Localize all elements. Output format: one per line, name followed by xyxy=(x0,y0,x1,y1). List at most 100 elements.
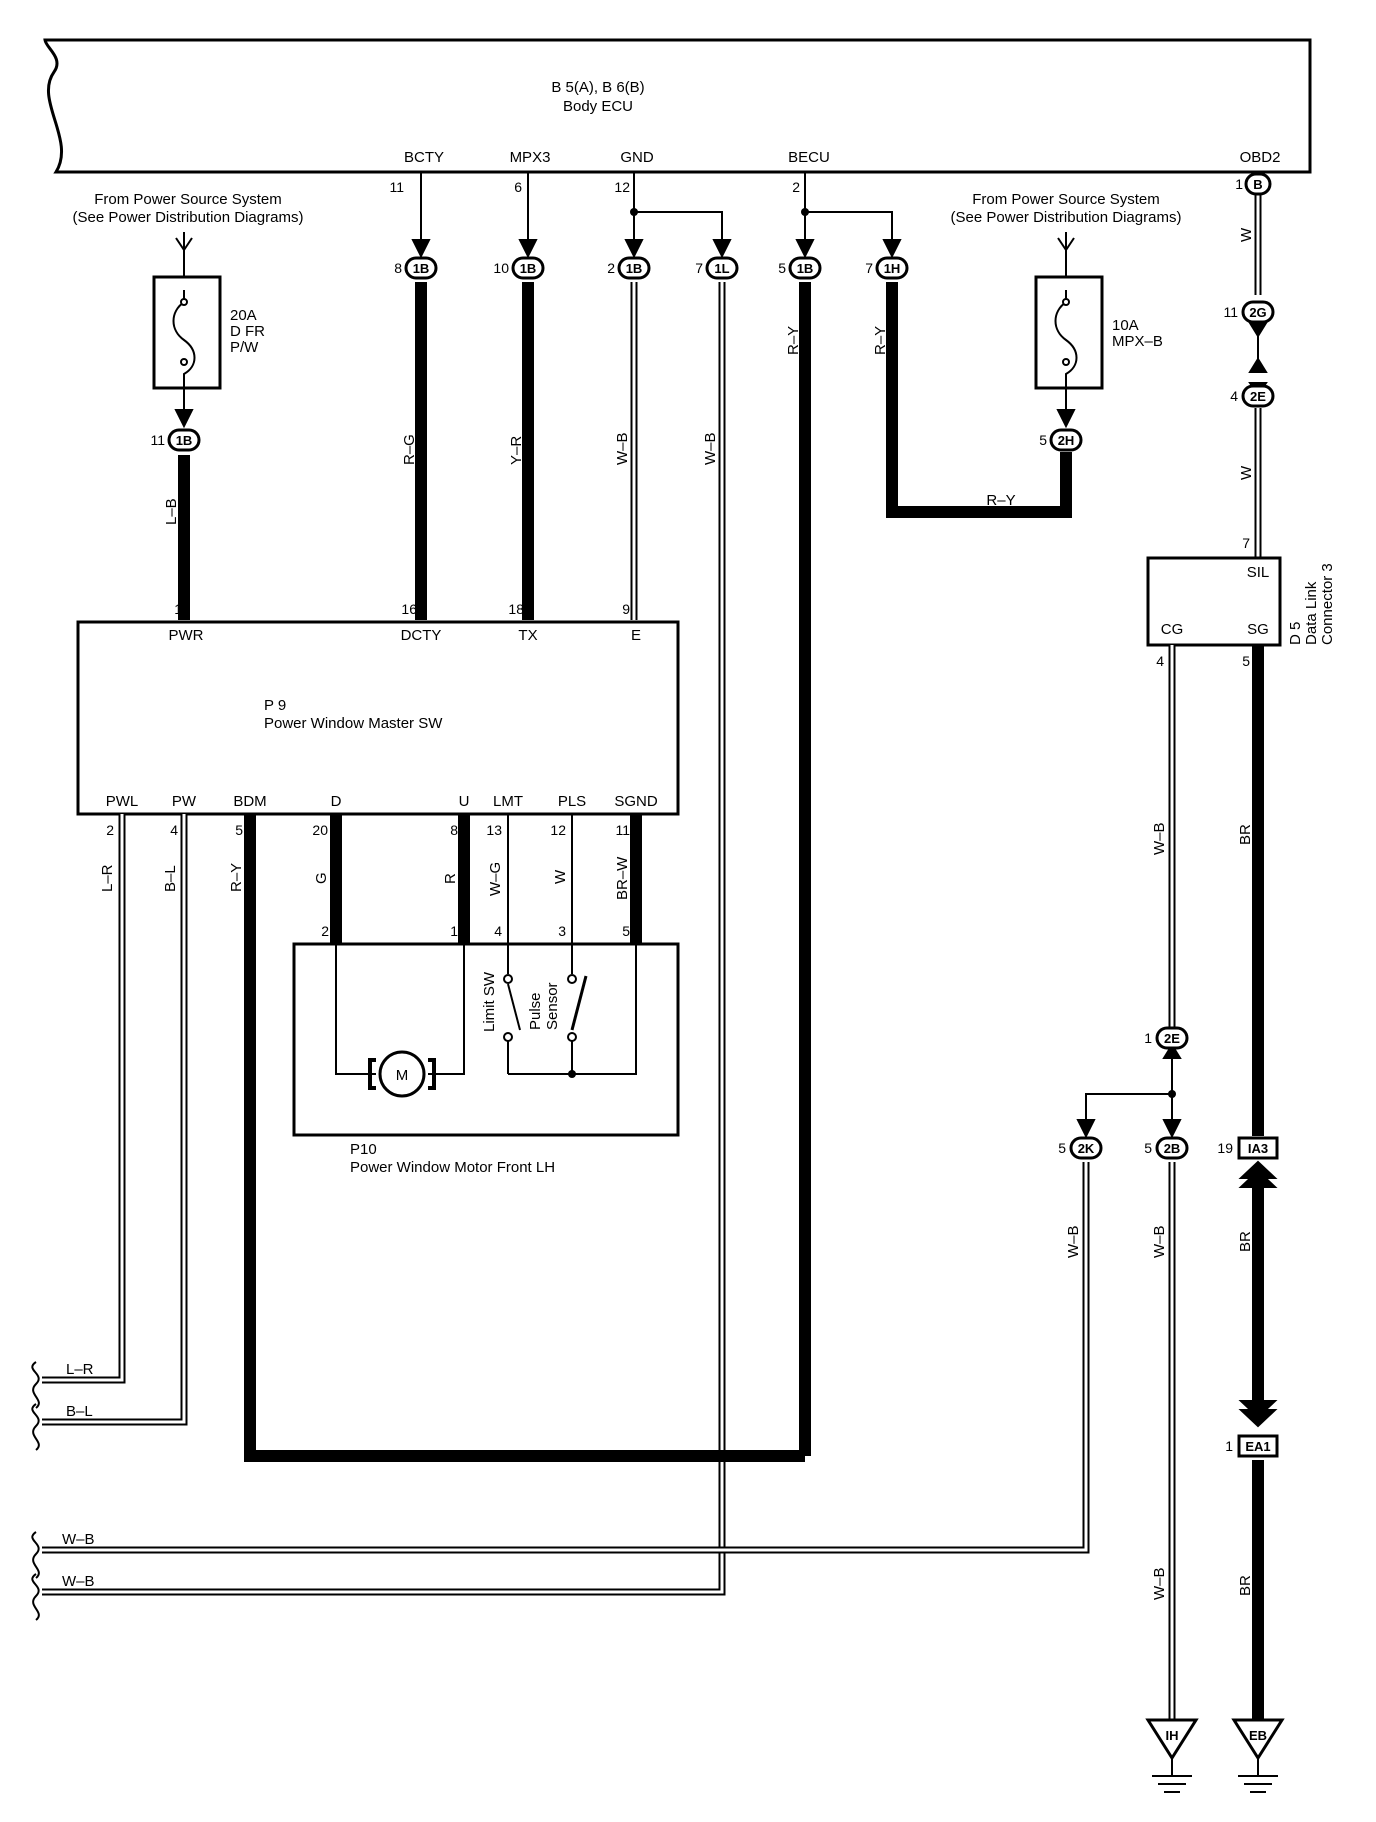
wire-label-w3: W xyxy=(552,869,569,884)
offpage-label-bl: B–L xyxy=(66,1403,93,1420)
master-sw-pin-e: 9 xyxy=(622,601,630,617)
motor-symbol: M xyxy=(396,1067,409,1084)
ground-ih-code: IH xyxy=(1166,1728,1179,1743)
wire-label-lb: L–B xyxy=(163,498,180,525)
body-ecu-name: Body ECU xyxy=(563,98,633,115)
connector-c6: 1H 7 xyxy=(865,256,909,280)
dlc-term-cg: CG xyxy=(1161,621,1184,638)
fuse-left-amp: 20A xyxy=(230,307,257,324)
connector-c1-pin: 8 xyxy=(394,260,402,276)
connector-c2: 1B 10 xyxy=(493,256,545,280)
connector-c5: 1B 5 xyxy=(778,256,822,280)
master-sw-term-pls: PLS xyxy=(558,793,586,810)
wire-label-ry3: R–Y xyxy=(986,492,1015,509)
connector-obd2: B xyxy=(1244,172,1272,196)
master-sw-term-pwr: PWR xyxy=(169,627,204,644)
connector-c2-pin: 10 xyxy=(493,260,509,276)
wire-label-rg: R–G xyxy=(401,434,418,465)
wire-label-wb3: W–B xyxy=(1151,822,1168,855)
connector-c3-pin: 2 xyxy=(607,260,615,276)
junction-ia3-pin: 19 xyxy=(1217,1140,1233,1156)
connector-c6-code: 1H xyxy=(884,261,901,276)
connector-c12-pin: 5 xyxy=(1058,1140,1066,1156)
connector-c9-code: 2G xyxy=(1249,305,1266,320)
ecu-pin-obd2: 1 xyxy=(1235,176,1243,192)
power-source-right-line2: (See Power Distribution Diagrams) xyxy=(951,209,1182,226)
connector-c7-pin: 11 xyxy=(150,432,165,448)
wire-label-bl: B–L xyxy=(162,865,179,892)
junction-ia3-code: IA3 xyxy=(1248,1141,1268,1156)
pulse-sensor-label-2: Sensor xyxy=(544,982,561,1030)
wire-label-br1: BR xyxy=(1237,824,1254,845)
connector-obd2-code: B xyxy=(1253,177,1262,192)
master-sw-pin-dcty: 16 xyxy=(401,601,417,617)
wire-label-wb4: W–B xyxy=(1065,1225,1082,1258)
motor-pin-1: 2 xyxy=(321,923,329,939)
dlc-term-sg: SG xyxy=(1247,621,1269,638)
dlc-name-1: Data Link xyxy=(1303,581,1320,645)
master-sw-term-pwl: PWL xyxy=(106,793,139,810)
power-source-right-line1: From Power Source System xyxy=(972,191,1160,208)
junction-ia3: IA3 19 xyxy=(1217,1136,1279,1160)
wire-label-wg: W–G xyxy=(487,862,504,896)
wire-labels-mid: L–R B–L R–Y G R W–G W BR–W xyxy=(99,856,631,900)
wire-label-r: R xyxy=(442,873,459,884)
master-sw-code: P 9 xyxy=(264,697,286,714)
wire-wb-long xyxy=(42,282,726,1596)
dlc-box xyxy=(1146,556,1282,647)
pulse-sensor-label-1: Pulse xyxy=(527,992,544,1030)
fuse-right-amp: 10A xyxy=(1112,317,1139,334)
wire-label-lr: L–R xyxy=(99,864,116,892)
wire-label-g: G xyxy=(313,872,330,884)
connector-c3: 1B 2 xyxy=(607,256,651,280)
connector-c11: 2E 1 xyxy=(1144,1026,1189,1050)
dlc-code: D 5 xyxy=(1287,622,1304,645)
motor-pin-2: 1 xyxy=(450,923,458,939)
wire-label-brw: BR–W xyxy=(614,856,631,900)
motor-box xyxy=(292,942,680,1137)
connector-c5-code: 1B xyxy=(797,261,814,276)
connector-c4-pin: 7 xyxy=(695,260,703,276)
motor-code: P10 xyxy=(350,1141,377,1158)
dlc-name-2: Connector 3 xyxy=(1319,563,1336,645)
master-sw-term-d: D xyxy=(331,793,342,810)
wire-label-yr: Y–R xyxy=(508,436,525,465)
master-sw-term-sgnd: SGND xyxy=(614,793,658,810)
wire-bdm xyxy=(244,814,805,1462)
fuse-left-line2: D FR xyxy=(230,323,265,340)
master-sw-term-dcty: DCTY xyxy=(401,627,442,644)
connector-c7: 1B 11 xyxy=(150,428,201,452)
ecu-terminal-becu: BECU xyxy=(788,149,830,166)
fuse-right xyxy=(1034,275,1104,390)
ecu-terminal-gnd: GND xyxy=(620,149,654,166)
connector-c8-code: 2H xyxy=(1058,433,1075,448)
wire-label-w1: W xyxy=(1238,227,1255,242)
connector-c10: 2E 4 xyxy=(1230,384,1275,408)
motor-icon xyxy=(378,1050,426,1098)
master-sw-pin-tx: 18 xyxy=(508,601,524,617)
wire-label-br3: BR xyxy=(1237,1575,1254,1596)
master-sw-term-e: E xyxy=(631,627,641,644)
wire-pwl xyxy=(42,814,126,1384)
wire-cg xyxy=(42,645,1176,1722)
wire-labels-top: L–B R–G Y–R W–B W–B R–Y R–Y R–Y W W xyxy=(163,227,1255,525)
connector-c12-code: 2K xyxy=(1078,1141,1095,1156)
master-sw-term-bdm: BDM xyxy=(233,793,266,810)
fuse-left xyxy=(152,275,222,390)
ecu-pin-gnd: 12 xyxy=(614,179,630,195)
ground-ih: IH xyxy=(1145,1718,1199,1793)
ecu-pin-becu: 2 xyxy=(792,179,800,195)
junction-ea1-pin: 1 xyxy=(1225,1438,1233,1454)
offpage-label-lr: L–R xyxy=(66,1361,94,1378)
connector-c11-pin: 1 xyxy=(1144,1030,1152,1046)
connector-c8: 2H 5 xyxy=(1039,428,1083,452)
junction-ea1: EA1 1 xyxy=(1225,1434,1279,1458)
connector-c6-pin: 7 xyxy=(865,260,873,276)
master-sw-term-u: U xyxy=(459,793,470,810)
motor-pin-4: 3 xyxy=(558,923,566,939)
dlc-pin-sil: 7 xyxy=(1242,535,1250,551)
master-sw-pin-pls: 12 xyxy=(550,822,566,838)
ecu-terminal-obd2: OBD2 xyxy=(1240,149,1281,166)
connector-c1: 1B 8 xyxy=(394,256,438,280)
connector-c10-code: 2E xyxy=(1250,389,1266,404)
